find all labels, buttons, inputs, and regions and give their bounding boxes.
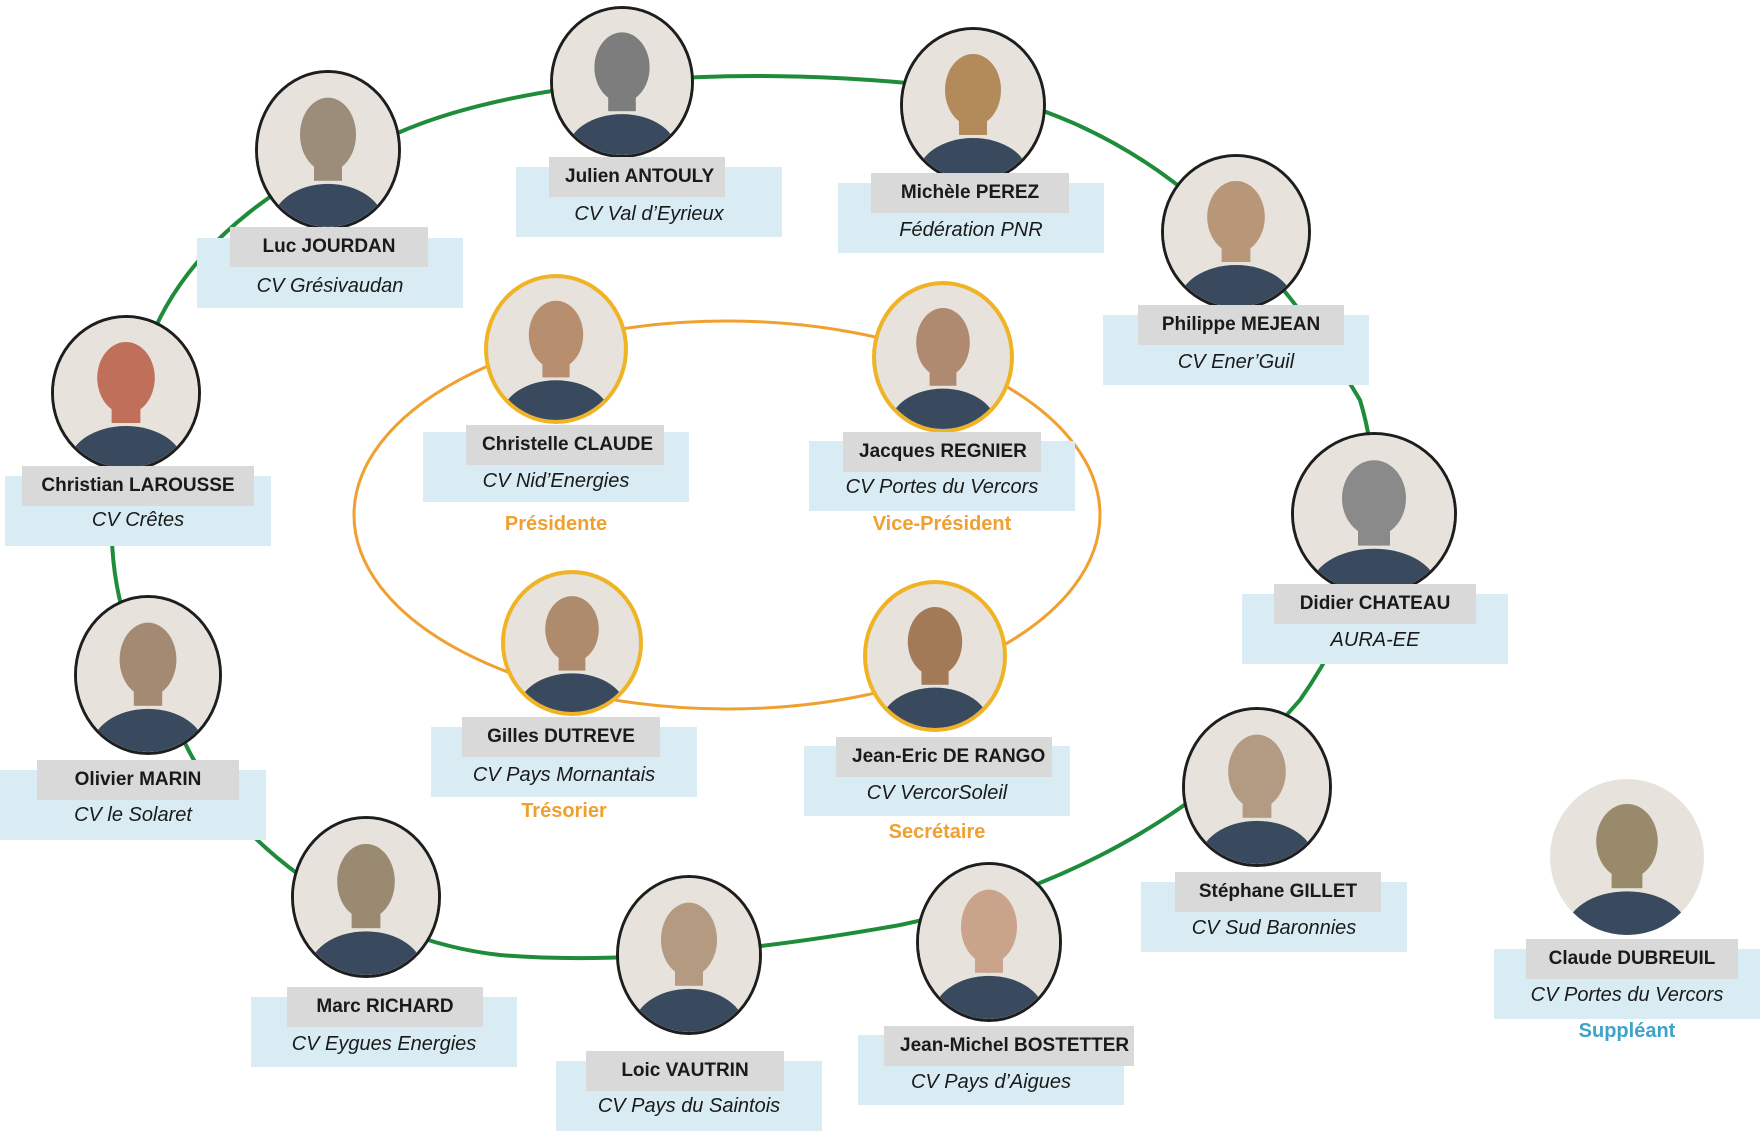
member-name: Michèle PEREZ	[871, 173, 1069, 213]
member-name: Didier CHATEAU	[1274, 584, 1476, 624]
member-michele-perez: Michèle PEREZ Fédération PNR	[0, 0, 1104, 253]
portrait-photo	[1291, 432, 1457, 596]
member-role: Secrétaire	[888, 821, 986, 843]
portrait-photo	[863, 580, 1007, 732]
portrait-photo	[484, 274, 628, 424]
member-organization: Fédération PNR	[899, 219, 1043, 241]
member-loic-vautrin: Loic VAUTRIN CV Pays du Saintois	[0, 0, 822, 1131]
member-organization: CV Grésivaudan	[256, 275, 404, 297]
member-name: Julien ANTOULY	[549, 157, 725, 197]
member-jean-michel-bostetter: Jean-Michel BOSTETTER CV Pays d’Aigues	[0, 0, 1134, 1105]
member-marc-richard: Marc RICHARD CV Eygues Energies	[0, 0, 517, 1067]
portrait-photo	[1550, 779, 1704, 935]
portrait-photo	[616, 875, 762, 1035]
bureau-ring-connector	[352, 319, 1102, 711]
portrait-photo	[51, 315, 201, 471]
member-organization: CV Pays Mornantais	[472, 764, 656, 786]
portrait-photo	[550, 6, 694, 158]
portrait-photo	[872, 281, 1014, 433]
member-luc-jourdan: Luc JOURDAN CV Grésivaudan	[0, 0, 463, 308]
member-role: Trésorier	[521, 800, 607, 822]
member-organization: CV Eygues Energies	[291, 1033, 477, 1055]
member-organization: CV VercorSoleil	[866, 782, 1008, 804]
portrait-photo	[291, 816, 441, 978]
member-name: Marc RICHARD	[287, 987, 483, 1027]
member-name: Philippe MEJEAN	[1138, 305, 1344, 345]
member-name: Luc JOURDAN	[230, 227, 428, 267]
member-name: Gilles DUTREVE	[462, 717, 660, 757]
member-role: Présidente	[504, 513, 608, 535]
member-name: Claude DUBREUIL	[1526, 939, 1738, 979]
portrait-photo	[501, 570, 643, 716]
member-organization: CV Pays d’Aigues	[910, 1071, 1072, 1093]
member-name: Loic VAUTRIN	[586, 1051, 784, 1091]
member-didier-chateau: Didier CHATEAU AURA-EE	[0, 0, 1508, 664]
member-olivier-marin: Olivier MARIN CV le Solaret	[0, 0, 266, 840]
member-organization: CV Portes du Vercors	[845, 476, 1039, 498]
member-christian-larousse: Christian LAROUSSE CV Crêtes	[0, 0, 271, 546]
member-philippe-mejean: Philippe MEJEAN CV Ener’Guil	[0, 0, 1369, 385]
member-name: Stéphane GILLET	[1175, 872, 1381, 912]
member-stephane-gillet: Stéphane GILLET CV Sud Baronnies	[0, 0, 1407, 952]
portrait-photo	[255, 70, 401, 230]
member-name: Olivier MARIN	[37, 760, 239, 800]
member-role: Suppléant	[1578, 1020, 1676, 1042]
member-organization: CV Crêtes	[91, 509, 185, 531]
portrait-photo	[74, 595, 222, 755]
member-organization: CV le Solaret	[74, 804, 192, 826]
member-name: Christelle CLAUDE	[466, 425, 664, 465]
member-role: Vice-Président	[872, 513, 1012, 535]
member-organization: CV Sud Baronnies	[1191, 917, 1357, 939]
portrait-photo	[1182, 707, 1332, 867]
member-organization: CV Pays du Saintois	[597, 1095, 781, 1117]
member-name: Jean-Eric DE RANGO	[836, 737, 1052, 777]
portrait-photo	[1161, 154, 1311, 310]
portrait-photo	[900, 27, 1046, 183]
member-organization: CV Ener’Guil	[1177, 351, 1295, 373]
member-organization: AURA-EE	[1330, 629, 1420, 651]
member-organization: CV Nid’Energies	[482, 470, 630, 492]
portrait-photo	[916, 862, 1062, 1022]
member-name: Christian LAROUSSE	[22, 466, 254, 506]
member-name: Jacques REGNIER	[843, 432, 1041, 472]
member-organization: CV Val d’Eyrieux	[574, 203, 724, 225]
member-organization: CV Portes du Vercors	[1530, 984, 1724, 1006]
member-name: Jean-Michel BOSTETTER	[884, 1026, 1134, 1066]
member-julien-antouly: Julien ANTOULY CV Val d’Eyrieux	[0, 0, 782, 237]
